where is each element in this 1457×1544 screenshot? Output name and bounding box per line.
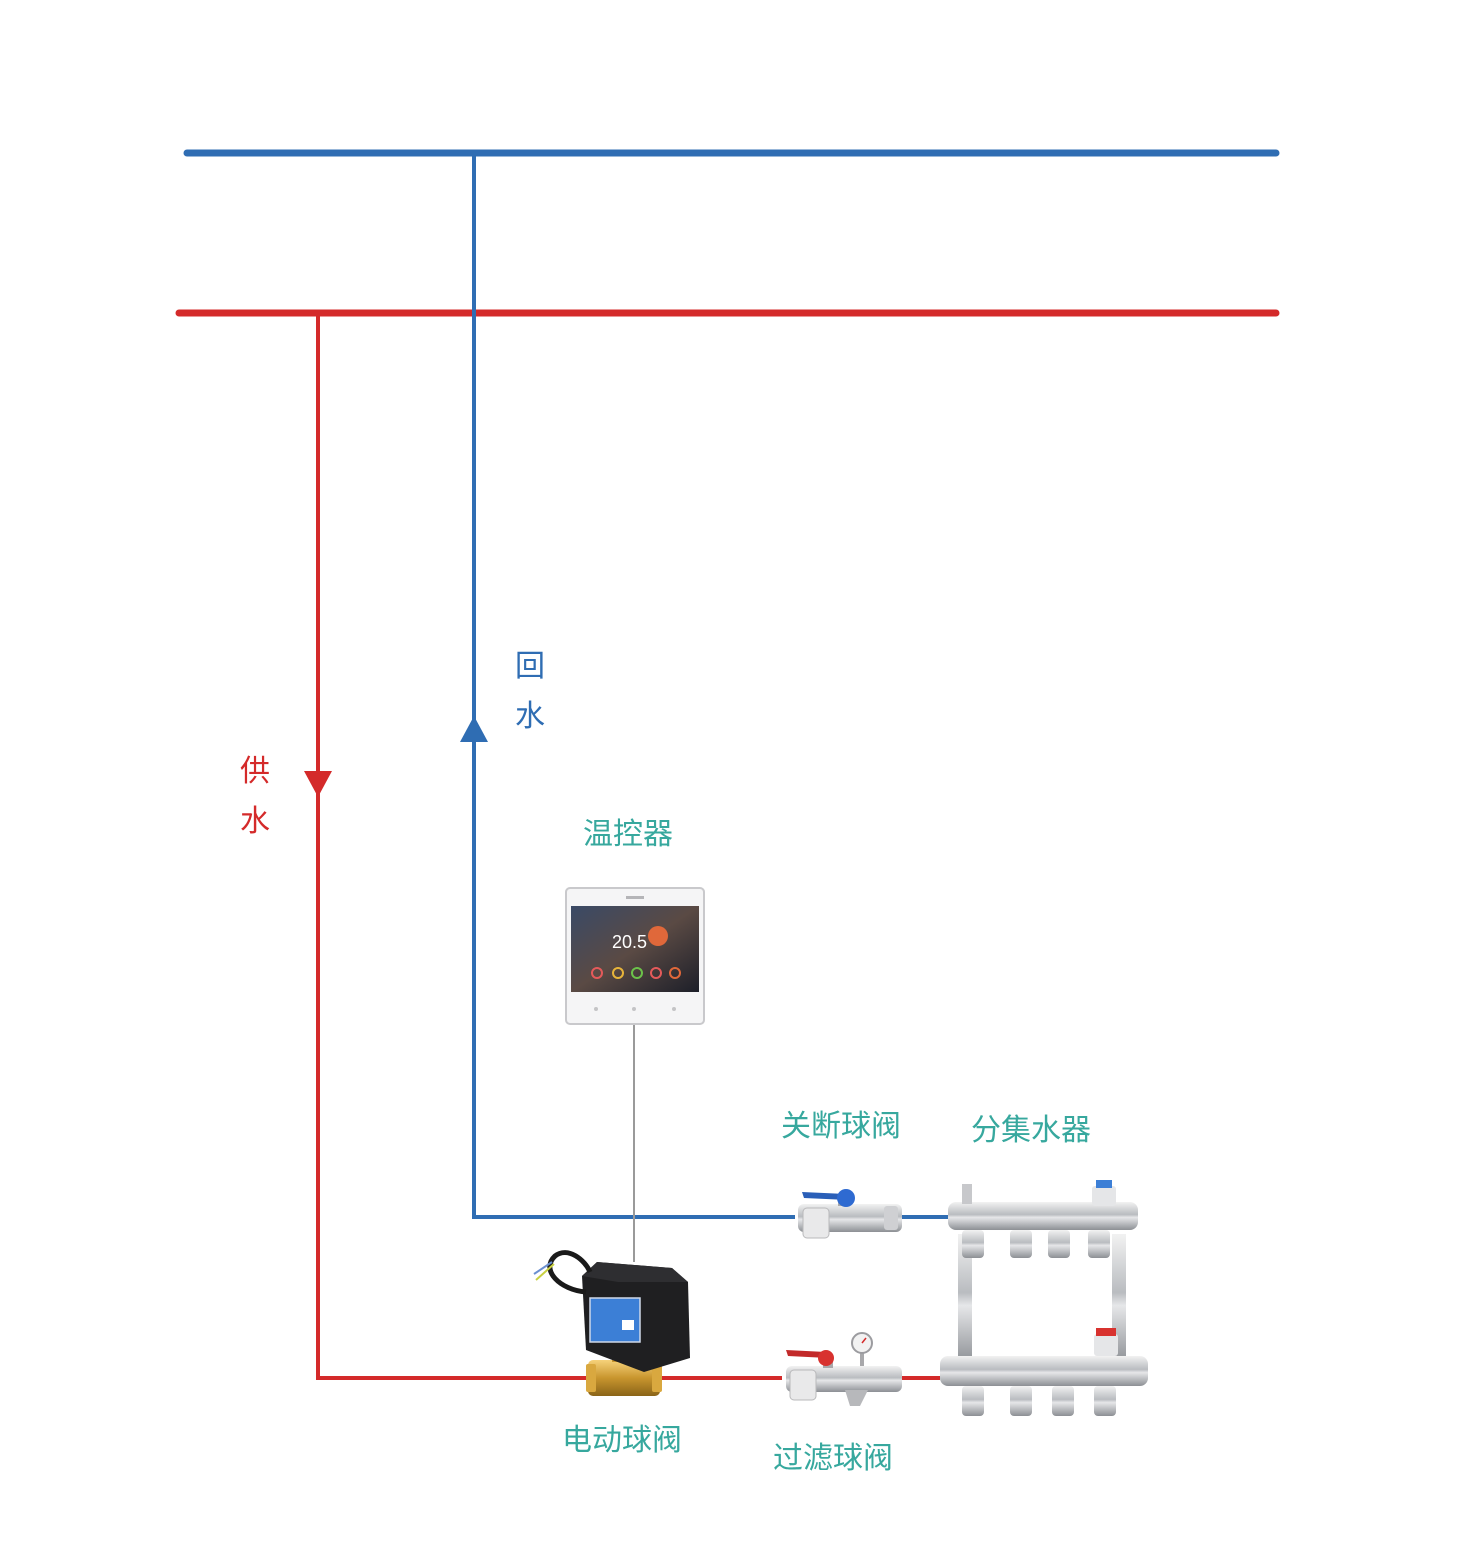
arrow-down-icon <box>304 771 332 797</box>
filter-valve-label: 过滤球阀 <box>773 1441 893 1476</box>
shutoff-ball-valve <box>798 1189 902 1239</box>
fan-icon <box>612 967 624 979</box>
filter-ball-valve <box>786 1332 902 1406</box>
thermostat-temperature: 20.5 <box>612 932 647 952</box>
manifold <box>940 1180 1148 1416</box>
return-riser-pipe <box>472 153 795 1219</box>
motorized-ball-valve <box>533 1250 690 1396</box>
return-water-label: 回 水 <box>515 652 545 732</box>
supply-water-label: 供 水 <box>240 757 270 837</box>
supply-riser-pipe <box>316 313 590 1380</box>
power-icon <box>650 967 662 979</box>
arrow-up-icon <box>460 716 488 742</box>
mode-icon <box>591 967 603 979</box>
supply-label-char2: 水 <box>240 804 270 839</box>
timer-icon <box>631 967 643 979</box>
return-manifold-bar <box>948 1202 1138 1230</box>
supply-manifold-bar <box>940 1356 1148 1386</box>
shutoff-valve-label: 关断球阀 <box>781 1109 901 1144</box>
settings-icon <box>669 967 681 979</box>
manifold-label: 分集水器 <box>971 1113 1091 1148</box>
supply-label-char1: 供 <box>240 754 270 789</box>
thermostat-device: 20.5 <box>565 887 705 1025</box>
return-label-char1: 回 <box>515 649 545 684</box>
motorized-valve-label: 电动球阀 <box>562 1423 682 1458</box>
thermostat-label: 温控器 <box>583 817 673 852</box>
balloon-icon <box>648 926 668 946</box>
return-label-char2: 水 <box>515 699 545 734</box>
